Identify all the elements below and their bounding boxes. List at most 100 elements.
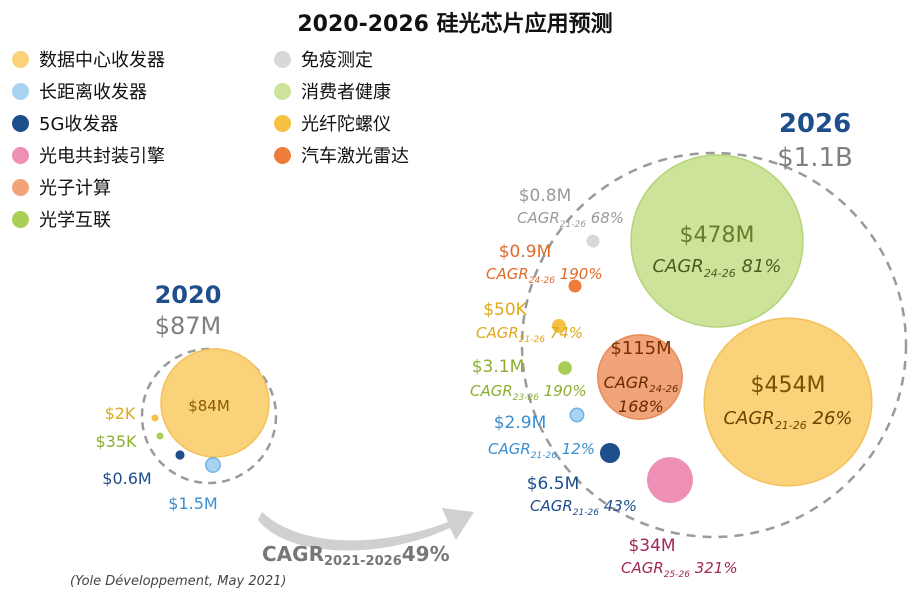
bubble-2026-immunoassay [586,234,600,248]
legend-swatch [12,50,29,68]
cagr-prefix: CAGR [486,265,529,283]
value-label-2026-lidar: $0.9M [499,242,552,262]
cagr-subscript: 24-26 [529,276,555,286]
bubble-2026-fog [552,319,566,333]
value-label-2026-immunoassay: $0.8M [519,186,572,206]
chart-title: 2020-2026 硅光芯片应用预测 [297,12,613,37]
cagr-value: 321% [690,559,738,577]
bubble-2026-copackaged [647,457,693,503]
cagr-prefix: CAGR [262,542,324,566]
cagr-value: 49% [402,542,450,566]
cagr-value: 190% [539,382,587,400]
value-label-2020-optical_interconnect: $35K [95,432,137,451]
legend-item: 长距离收发器 [12,78,147,104]
year-label-2026: 2026 [779,109,851,139]
bubble-2026-longhaul [569,407,585,423]
legend-label: 消费者健康 [301,82,391,103]
value-label-2026-consumer_health: $478M [680,223,755,248]
total-label-2026: $1.1B [777,143,853,173]
bubble-2026-lidar [568,279,582,293]
legend-swatch [12,210,29,228]
cagr-subscript: 2021-2026 [324,554,402,569]
legend-item: 光学互联 [12,206,111,232]
legend-item: 汽车激光雷达 [274,142,409,168]
legend-label: 光子计算 [39,178,111,199]
bubble-2026-datacenter [703,317,873,487]
cagr-subscript: 21-26 [775,419,807,432]
cagr-label-2026-fiveg: CAGR21-26 43% [530,497,637,518]
bubble-2020-datacenter [160,348,270,458]
cagr-subscript: 21-26 [519,335,545,345]
cagr-subscript: 24-26 [704,267,736,280]
cagr-value: 26% [807,408,853,429]
cagr-prefix: CAGR [604,373,650,392]
legend-label: 汽车激光雷达 [301,146,409,167]
bubble-2020-longhaul [205,457,221,473]
cagr-subscript: 23-26 [513,393,539,403]
cagr-prefix: CAGR [470,382,513,400]
legend-item: 光子计算 [12,174,111,200]
value-label-2026-photonic_computing: $115M [610,338,671,359]
legend-label: 免疫测定 [301,50,373,71]
value-label-2026-datacenter: $454M [751,373,826,398]
legend-swatch [274,114,291,132]
source-note: (Yole Développement, May 2021) [70,574,287,589]
legend-swatch [12,82,29,100]
cagr-subscript: 25-26 [664,570,690,580]
bubble-2026-optical_interconnect [558,361,572,375]
legend-item: 光纤陀螺仪 [274,110,391,136]
cagr-label-2026-copackaged: CAGR25-26 321% [621,559,738,580]
value-label-2026-fiveg: $6.5M [527,474,580,494]
value-label-2026-copackaged: $34M [628,536,675,556]
legend-item: 消费者健康 [274,78,391,104]
cagr-subscript: 24-26 [649,384,678,395]
group-outline-2026 [520,151,908,539]
legend-swatch [274,50,291,68]
legend: 数据中心收发器长距离收发器 5G收发器光电共封装引擎光子计算光学互联 免疫测定消费者… [12,46,482,246]
value-label-2020-longhaul: $1.5M [168,494,217,513]
legend-swatch [12,114,29,132]
legend-swatch [274,146,291,164]
bubble-2026-consumer_health [630,154,804,328]
legend-label: 光纤陀螺仪 [301,114,391,135]
total-label-2020: $87M [155,312,222,340]
legend-item: 免疫测定 [274,46,373,72]
legend-item: 5G收发器 [12,110,118,136]
cagr-label-2026-datacenter: CAGR21-26 26% [723,408,852,432]
value-label-2026-optical_interconnect: $3.1M [472,357,525,377]
cagr-value: 68% [586,209,624,227]
legend-label: 光电共封装引擎 [39,146,165,167]
cagr-prefix: CAGR [530,497,573,515]
cagr-label-2026-longhaul: CAGR21-26 12% [488,440,595,461]
legend-label: 5G收发器 [39,114,119,135]
cagr-prefix: CAGR [476,324,519,342]
cagr-prefix: CAGR [723,408,774,429]
cagr-label-2026-fog: CAGR21-26 74% [476,324,583,345]
cagr-value: 12% [557,440,595,458]
bubble-2026-photonic_computing [597,334,683,420]
cagr-value: 190% [555,265,603,283]
legend-label: 光学互联 [39,210,111,231]
cagr-prefix: CAGR [517,209,560,227]
cagr-label-2026-immunoassay: CAGR21-26 68% [517,209,624,230]
cagr-value: 43% [599,497,637,515]
cagr-prefix: CAGR [488,440,531,458]
bubble-2020-optical_interconnect [156,432,164,440]
cagr-value: 74% [545,324,583,342]
bubble-2020-fiveg [175,450,185,460]
cagr-label-2026-lidar: CAGR24-26 190% [486,265,603,286]
legend-item: 数据中心收发器 [12,46,165,72]
value-label-2020-fiveg: $0.6M [102,469,151,488]
legend-swatch [12,178,29,196]
cagr-value: 81% [736,256,782,277]
value-label-2026-longhaul: $2.9M [494,413,547,433]
value-label-2026-fog: $50K [483,300,527,320]
value-label-2020-fog: $2K [105,404,136,423]
cagr-subscript: 21-26 [573,508,599,518]
bubble-2026-fiveg [599,442,621,464]
overall-cagr: CAGR2021-202649% [262,542,450,569]
legend-swatch [12,146,29,164]
bubble-2020-fog [151,414,159,422]
cagr-subscript: 21-26 [560,220,586,230]
